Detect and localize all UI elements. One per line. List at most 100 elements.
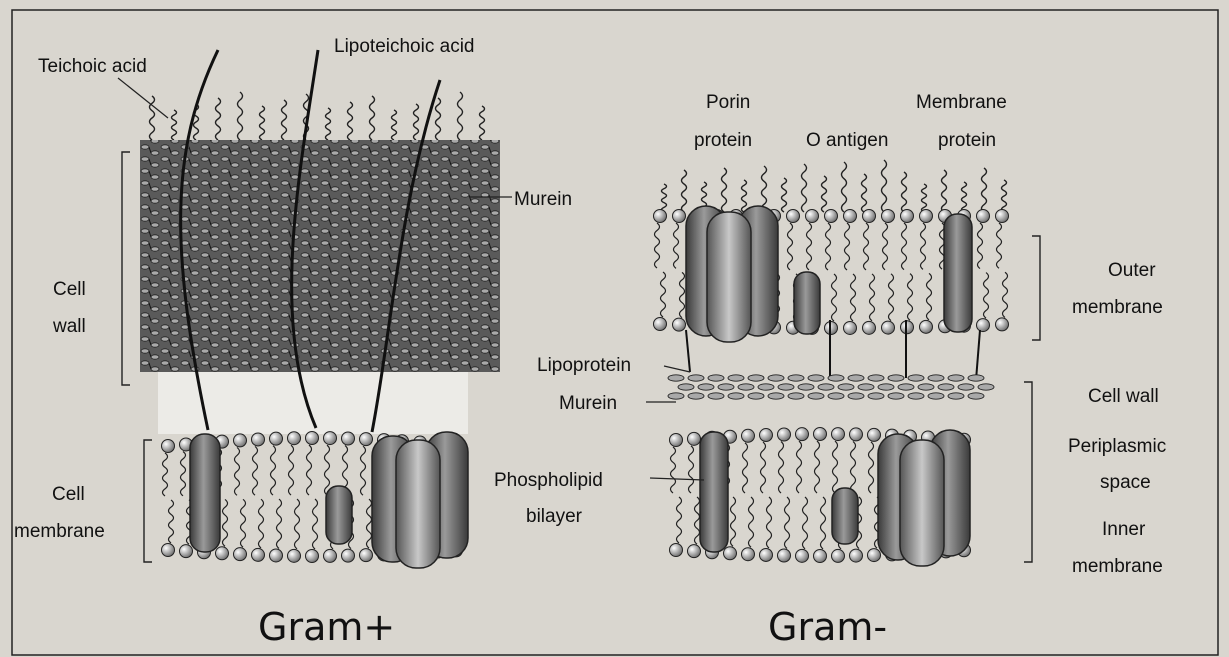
lipid-tail	[807, 223, 812, 270]
lipid-tail	[797, 441, 802, 493]
lipid-tail	[927, 273, 932, 319]
murein-unit	[918, 384, 934, 390]
phospholipid-leader	[650, 478, 704, 480]
lipid-tail	[223, 499, 228, 546]
lipid-head	[787, 210, 800, 223]
o-antigen-chain	[942, 170, 947, 212]
lipid-tail	[671, 447, 676, 493]
murein-unit	[868, 375, 884, 381]
lipid-head	[688, 545, 701, 558]
lipid-tail	[289, 445, 294, 495]
lipid-head	[162, 440, 175, 453]
teichoic-acid-chain	[370, 96, 375, 140]
label-murein-negative: Murein	[559, 393, 617, 414]
label-lipoprotein: Lipoprotein	[537, 355, 631, 376]
label-porin-line2: protein	[694, 130, 752, 151]
o-antigen-chain	[662, 184, 667, 212]
lipid-tail	[277, 499, 282, 548]
lipid-head	[742, 548, 755, 561]
murein-unit	[668, 375, 684, 381]
lipid-tail	[921, 223, 926, 269]
o-antigen-chain	[922, 184, 927, 212]
label-membrane-protein-line2: protein	[938, 130, 996, 151]
lipid-tail	[826, 223, 831, 270]
murein-unit	[768, 393, 784, 399]
o-antigen-chain	[722, 168, 727, 212]
o-antigen-chains	[662, 160, 1007, 212]
cell-wall-bracket	[122, 152, 130, 385]
lipid-head	[850, 549, 863, 562]
lipid-head	[742, 429, 755, 442]
murein-unit	[888, 375, 904, 381]
o-antigen-chain	[682, 170, 687, 212]
murein-unit	[858, 384, 874, 390]
teichoic-acid-chain	[172, 110, 177, 140]
murein-unit	[868, 393, 884, 399]
lipid-head	[180, 545, 193, 558]
label-inner-membrane-line2: membrane	[1072, 556, 1163, 577]
label-cell-wall-line2: wall	[52, 316, 86, 337]
murein-unit	[908, 393, 924, 399]
porin-protein	[686, 206, 778, 342]
label-periplasmic-line2: space	[1100, 472, 1151, 493]
lipid-tail	[845, 223, 850, 270]
lipid-head	[288, 549, 301, 562]
lipid-tail	[307, 445, 312, 495]
lipid-head	[844, 321, 857, 334]
label-inner-membrane-line1: Inner	[1102, 519, 1146, 540]
lipid-head	[863, 210, 876, 223]
murein-unit	[928, 375, 944, 381]
lipid-tail	[870, 274, 875, 321]
lipid-tail	[851, 441, 856, 493]
murein-unit	[958, 384, 974, 390]
murein-unit	[748, 393, 764, 399]
lipid-tail	[869, 442, 874, 493]
lipid-head	[796, 428, 809, 441]
teichoic-acid-chain	[414, 104, 419, 140]
lipid-head	[814, 428, 827, 441]
title-gram-negative: Gram-	[768, 605, 887, 649]
membrane-protein-small	[190, 434, 220, 552]
teichoic-acid-chain	[458, 92, 463, 140]
murein-unit	[838, 384, 854, 390]
lipid-head	[654, 210, 667, 223]
lipid-head	[324, 549, 337, 562]
lipid-tail	[361, 446, 366, 495]
lipid-tail	[821, 497, 826, 549]
lipid-tail	[295, 499, 300, 549]
murein-unit	[928, 393, 944, 399]
lipid-head	[342, 549, 355, 562]
label-o-antigen: O antigen	[806, 130, 888, 151]
lipid-tail	[832, 274, 837, 321]
lipid-head	[216, 547, 229, 560]
murein-thin-layer	[668, 375, 994, 399]
lipoprotein-leader	[664, 366, 690, 372]
lipid-head	[760, 548, 773, 561]
porin-cluster	[372, 432, 468, 568]
outer-membrane-bracket	[1032, 236, 1040, 340]
o-antigen-chain	[782, 178, 787, 212]
murein-unit	[718, 384, 734, 390]
lipid-head	[306, 549, 319, 562]
lipid-tail	[241, 499, 246, 547]
o-antigen-chain	[902, 172, 907, 212]
lipid-tail	[815, 441, 820, 493]
o-antigen-chain	[962, 182, 967, 212]
lipid-head	[360, 433, 373, 446]
lipid-tail	[695, 497, 700, 544]
label-outer-membrane-line1: Outer	[1108, 260, 1156, 281]
murein-unit	[848, 375, 864, 381]
teichoic-acid-chain	[260, 106, 265, 140]
lipid-tail	[883, 223, 888, 270]
lipid-head	[306, 432, 319, 445]
lipid-tail	[902, 223, 907, 270]
lipid-tail	[731, 497, 736, 546]
lipid-head	[996, 318, 1009, 331]
lipid-tail	[367, 499, 372, 548]
lipid-head	[996, 210, 1009, 223]
lipid-head	[234, 434, 247, 447]
murein-unit	[888, 393, 904, 399]
lipid-head	[796, 549, 809, 562]
murein-unit	[688, 393, 704, 399]
murein-unit	[948, 375, 964, 381]
